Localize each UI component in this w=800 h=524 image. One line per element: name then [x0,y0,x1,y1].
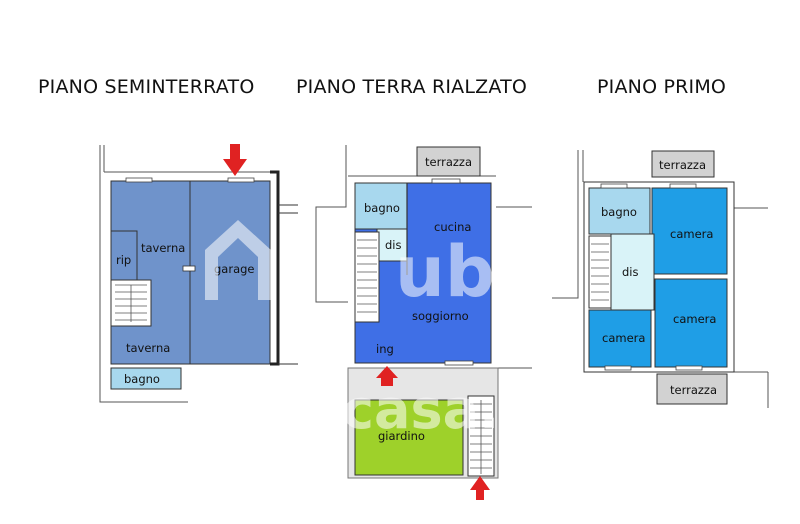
first-floor-plan: terrazza bagno camera dis camera camera … [552,150,769,408]
label-first-terrazza-top: terrazza [659,158,706,172]
room-ground-terrazza [416,146,481,177]
room-first-camera-top [651,187,728,275]
room-first-camera-right [654,278,728,368]
label-first-terrazza-bottom: terrazza [670,383,717,397]
svg-text:ubi: ubi [395,231,519,313]
label-first-dis: dis [622,265,639,279]
room-ground-dis [376,228,408,262]
label-ground-bagno: bagno [364,201,400,215]
label-first-camera-top: camera [670,227,713,241]
basement-plan: taverna rip garage taverna bagno [99,144,298,403]
label-ground-dis: dis [385,238,402,252]
watermark-ubi: ubi [205,220,519,313]
room-ground-giardino [354,399,464,476]
room-first-terrazza-bottom [656,373,728,405]
entrance-arrow-icon [470,476,490,500]
casa-logo-icon [282,380,338,436]
ubi-logo-icon [205,220,271,300]
label-basement-taverna-top: taverna [141,241,185,255]
label-basement-bagno: bagno [124,372,160,386]
entrance-arrow-icon [223,144,247,176]
room-first-bagno [588,187,651,235]
title-basement: PIANO SEMINTERRATO [38,76,255,98]
ground-floor-plan: terrazza bagno cucina dis soggiorno ing … [315,145,532,500]
label-ground-ing: ing [376,342,394,356]
label-ground-terrazza: terrazza [425,155,472,169]
stair-icon [354,231,380,323]
room-basement-bagno [110,367,182,390]
label-first-bagno: bagno [601,205,637,219]
label-first-camera-left: camera [602,331,645,345]
label-basement-taverna-bottom: taverna [126,341,170,355]
label-basement-rip: rip [116,253,131,267]
label-ground-soggiorno: soggiorno [412,309,469,323]
room-first-dis [610,233,655,311]
label-ground-cucina: cucina [434,220,471,234]
label-first-camera-right: camera [673,312,716,326]
room-basement-garage [189,180,271,365]
title-first-floor: PIANO PRIMO [597,76,727,98]
label-basement-garage: garage [214,262,255,276]
entrance-arrow-icon [376,366,398,386]
room-first-terrazza-top [651,150,715,178]
title-ground-floor: PIANO TERRA RIALZATO [296,76,528,98]
stair-icon [588,235,612,309]
label-ground-giardino: giardino [378,429,425,443]
svg-text:casa.it: casa.it [342,378,544,441]
watermark-casa: casa.it [282,378,544,441]
